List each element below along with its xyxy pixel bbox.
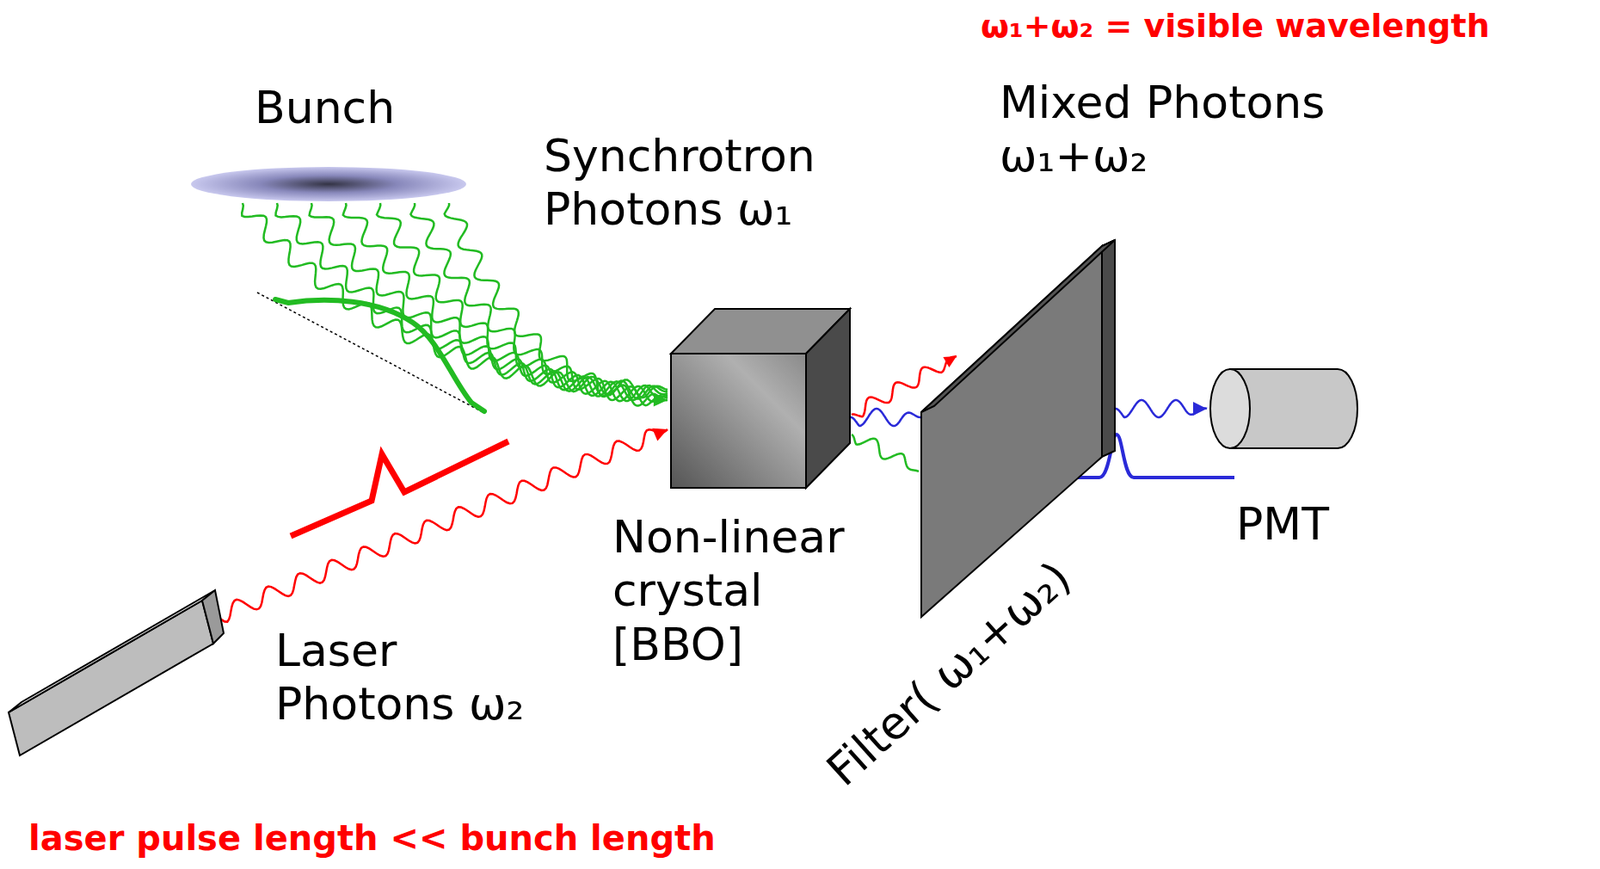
photomultiplier: PMT <box>1208 367 1360 450</box>
laser-shape <box>8 574 224 760</box>
node-label: Laser Photons ω₂ <box>275 623 560 732</box>
crystal-front <box>670 353 807 488</box>
node-label: Bunch <box>254 80 395 135</box>
photon-label: Synchrotron Photons ω₁ <box>543 129 905 237</box>
filter-face <box>921 246 1102 617</box>
synchrotron-residual-wave <box>851 434 919 472</box>
photon-wave <box>850 408 922 426</box>
optical-filter: Filter( ω₁+ω₂) <box>921 240 1115 617</box>
bunch-ellipse <box>190 166 467 202</box>
filter-shape <box>921 240 1115 617</box>
laser-source: Laser Photons ω₂ <box>8 574 224 760</box>
arrow-head <box>1193 401 1207 416</box>
condition-note: ω₁+ω₂ = visible wavelength <box>980 6 1490 47</box>
photon-wave <box>1115 400 1207 418</box>
arrow-head <box>652 428 668 442</box>
condition-note: laser pulse length << bunch length <box>28 817 716 859</box>
photon-label: Mixed Photons ω₁+ω₂ <box>999 75 1370 184</box>
node-label: PMT <box>1236 497 1330 551</box>
node-label: Non-linear crystal [BBO] <box>612 510 905 671</box>
crystal-side <box>806 308 850 488</box>
filter-edge <box>1101 240 1115 457</box>
laser-top <box>8 590 216 713</box>
pmt-shape <box>1208 367 1360 450</box>
photon-beam <box>1115 400 1207 418</box>
crystal-shape <box>670 308 850 488</box>
nonlinear-crystal: Non-linear crystal [BBO] <box>670 308 850 488</box>
arrow-head <box>653 392 668 407</box>
photon-beam <box>850 408 922 426</box>
bunch-profile <box>275 299 485 412</box>
bunch-shape <box>190 166 467 202</box>
laser-end <box>202 590 224 644</box>
photon-wave <box>215 429 668 622</box>
laser-side <box>8 600 214 756</box>
pmt-window <box>1210 369 1250 449</box>
filter-top <box>921 240 1115 413</box>
laser-pulse <box>290 441 509 536</box>
electron-bunch: Bunch <box>190 166 467 202</box>
photon-beam <box>215 428 668 622</box>
arrow-head <box>942 356 957 368</box>
